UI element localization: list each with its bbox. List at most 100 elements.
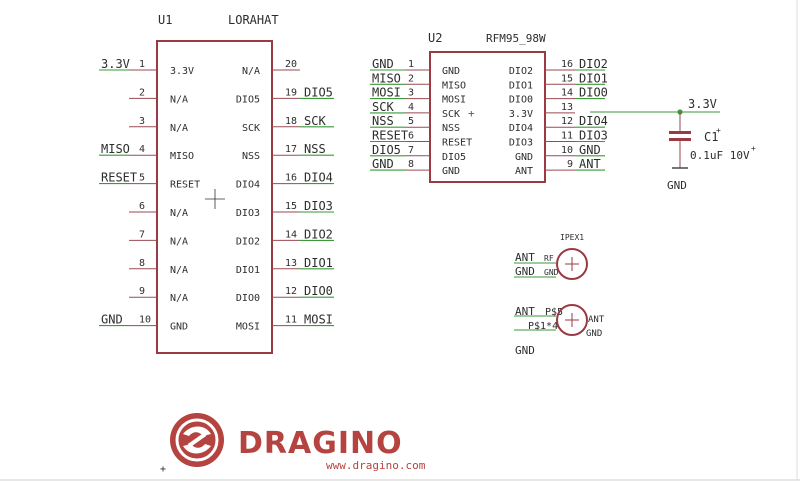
u1-net-label: GND xyxy=(101,313,123,327)
u1-pin-name: DIO4 xyxy=(236,180,260,191)
u2-net-label: DIO0 xyxy=(579,86,608,100)
u1-net-label: DIO1 xyxy=(304,256,333,270)
c1-gnd-label: GND xyxy=(667,179,687,192)
u2-net-label: ANT xyxy=(579,157,601,171)
u1-pin-number: 20 xyxy=(285,59,297,70)
ipex1-bottom-pin-ant: ANT xyxy=(588,315,605,325)
u2-pin-13[interactable]: 13 3.3V xyxy=(509,102,575,120)
u2-pin-number: 6 xyxy=(408,131,414,142)
u1-pin-number: 4 xyxy=(139,144,145,155)
u1-pin-name: DIO3 xyxy=(236,208,260,219)
u2-net-label: DIO5 xyxy=(372,143,401,157)
u1-pin-name: NSS xyxy=(242,151,260,162)
u1-pin-name: RESET xyxy=(170,180,200,191)
u2-pin-name: RESET xyxy=(442,138,472,149)
u2-left-pins: 1GNDGND2MISOMISO3MOSIMOSI4SCKSCK5NSSNSS6… xyxy=(370,57,472,177)
u1-pin-name: 3.3V xyxy=(170,66,194,77)
u1-pin-1[interactable]: 13.3V3.3V xyxy=(99,57,194,77)
u1-net-label: DIO3 xyxy=(304,199,333,213)
u2-pin-number: 13 xyxy=(561,102,573,113)
u2-net-label: MOSI xyxy=(372,86,401,100)
u1-pin-3[interactable]: 3N/A xyxy=(129,116,188,134)
u1-pin-number: 8 xyxy=(139,258,145,269)
u2-net-label: RESET xyxy=(372,129,408,143)
u1-pin-number: 14 xyxy=(285,229,297,240)
u1-pin-number: 13 xyxy=(285,258,297,269)
u1-pin-7[interactable]: 7N/A xyxy=(129,229,188,247)
u1-pin-2[interactable]: 2N/A xyxy=(129,87,188,105)
c1-value: 0.1uF 10V xyxy=(690,149,750,162)
supply-net: 3.3V xyxy=(590,97,720,115)
ipex1-top-ring xyxy=(556,248,588,280)
u1-pin-name: DIO5 xyxy=(236,94,260,105)
u2-pin-number: 1 xyxy=(408,59,414,70)
u2-pin-number: 10 xyxy=(561,145,573,156)
ipex1-gnd-label: GND xyxy=(515,344,535,357)
u2-pin-name: MOSI xyxy=(442,95,466,106)
u1-pin-6[interactable]: 6N/A xyxy=(129,201,188,219)
ipex1-top-pin-gnd: GND xyxy=(544,268,559,277)
u2-pin-number: 4 xyxy=(408,102,414,113)
u2-net-label: NSS xyxy=(372,114,394,128)
u2-pin-name: 3.3V xyxy=(509,109,533,120)
u2-origin-marker: + xyxy=(468,107,475,120)
u2-pin-number: 2 xyxy=(408,73,414,84)
u2-pin-name: DIO5 xyxy=(442,152,466,163)
u2-component[interactable]: U2 RFM95_98W 1GNDGND2MISOMISO3MOSIMOSI4S… xyxy=(370,31,608,183)
u1-pin-name: SCK xyxy=(242,123,260,134)
ipex1-connector[interactable]: IPEX1 ANT GND RF GND ANT P$5 P$1*4 ANT G… xyxy=(514,233,605,357)
u1-value: LORAHAT xyxy=(228,13,279,27)
u1-pin-20[interactable]: 20N/A xyxy=(242,59,300,77)
u1-pin-9[interactable]: 9N/A xyxy=(129,286,188,304)
u2-pin-number: 7 xyxy=(408,145,414,156)
dragino-logo-mark xyxy=(170,413,224,467)
u2-pin-name: DIO4 xyxy=(509,123,533,134)
u1-pin-number: 10 xyxy=(139,315,151,326)
u2-net-label: GND xyxy=(579,143,601,157)
u1-net-label: RESET xyxy=(101,171,137,185)
c1-capacitor[interactable]: C1 + 0.1uF 10V + GND xyxy=(667,112,756,192)
u2-value: RFM95_98W xyxy=(486,32,546,45)
u1-pin-number: 2 xyxy=(139,87,145,98)
u1-pin-number: 6 xyxy=(139,201,145,212)
c1-ref-marker: + xyxy=(716,126,721,135)
u1-net-label: MOSI xyxy=(304,313,333,327)
u2-net-label: DIO3 xyxy=(579,129,608,143)
u2-pin-number: 3 xyxy=(408,88,414,99)
u1-pin-number: 17 xyxy=(285,144,297,155)
u1-pin-8[interactable]: 8N/A xyxy=(129,258,188,276)
u2-pin-number: 11 xyxy=(561,131,573,142)
ipex1-bottom-net-p1: P$1*4 xyxy=(528,321,558,332)
ipex1-top-net-gnd: GND xyxy=(515,265,535,278)
u1-component[interactable]: U1 LORAHAT 13.3V3.3V2N/A3N/A4MISOMISO5RE… xyxy=(99,13,334,354)
u1-pin-number: 12 xyxy=(285,286,297,297)
c1-ref: C1 xyxy=(704,130,718,144)
